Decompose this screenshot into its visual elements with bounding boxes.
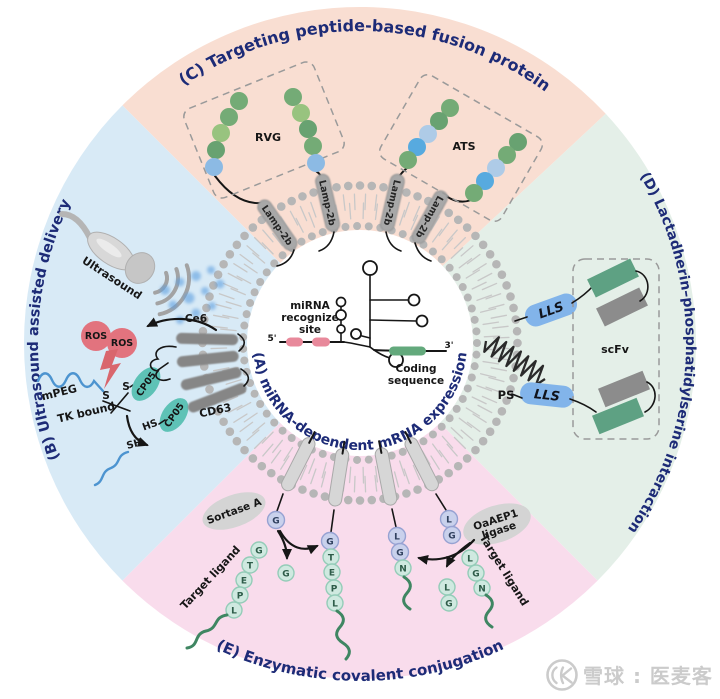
svg-text:recognize: recognize (281, 312, 339, 324)
scfv-label: scFv (601, 343, 630, 356)
sector-targeting-peptide (122, 6, 606, 344)
svg-text:sequence: sequence (388, 375, 444, 387)
three-prime-label: 3' (444, 341, 453, 351)
ligation-arrow (278, 529, 319, 555)
ultrasound-probe-icon (87, 231, 156, 284)
svg-text:P: P (237, 592, 244, 602)
svg-text:L: L (231, 607, 237, 617)
svg-text:P: P (331, 585, 338, 595)
svg-text:G: G (396, 549, 403, 559)
vesicle-lumen (247, 230, 473, 456)
target-ligand-squiggle (484, 593, 494, 629)
ps-spring-coil (483, 336, 546, 387)
watermark: 雪球 : 医麦客 (546, 659, 713, 691)
svg-text:E: E (241, 577, 247, 587)
s-label: S (102, 390, 110, 402)
watermark-text: 雪球 : 医麦客 (583, 664, 713, 688)
gtepl-product-chain: G T E P L (320, 531, 344, 612)
svg-text:G: G (448, 532, 455, 542)
scfv-box (572, 258, 660, 440)
svg-text:G: G (282, 570, 289, 580)
lamp2b-rod (257, 173, 448, 251)
ats-peptide-chain (399, 99, 527, 202)
svg-text:G: G (472, 570, 479, 580)
coding-sequence-label: Coding (395, 363, 436, 375)
membrane-g-bead: G (266, 510, 286, 530)
ps-label: PS (498, 388, 515, 402)
sh-squiggle (93, 450, 130, 487)
svg-text:G: G (326, 538, 333, 548)
five-prime-label: 5' (267, 334, 276, 344)
lightning-bolt-icon (100, 349, 121, 389)
lg-membrane-chain: L G (439, 509, 462, 545)
svg-text:L: L (446, 516, 452, 526)
rvg-label: RVG (255, 131, 281, 144)
cp05-peptide: CP05 (159, 398, 189, 432)
svg-text:L: L (467, 555, 473, 565)
cleavage-arrow (125, 414, 149, 447)
svg-text:T: T (328, 554, 335, 564)
mirna-site-label: miRNA (290, 300, 330, 312)
mpeg-squiggle (36, 372, 105, 393)
ros-label: ROS (111, 338, 133, 349)
hs-label: HS (141, 418, 159, 434)
svg-text:L: L (444, 584, 450, 594)
probe-cable (59, 211, 93, 241)
mirna-site-segment (286, 337, 303, 347)
lgn-substrate-chain: L G N (461, 549, 491, 597)
anchor-rod (281, 437, 439, 507)
target-ligand-squiggle (335, 609, 351, 661)
gtepl-substrate-chain: G T E P L (225, 541, 268, 619)
svg-text:L: L (332, 600, 338, 610)
scfv-fragment (569, 370, 656, 435)
ros-circle (81, 321, 111, 351)
sh-label: SH (125, 437, 143, 452)
rna-hairpin-large (343, 260, 429, 368)
oaaep1-enzyme: OaAEP1 ligase (463, 503, 531, 545)
svg-text:G: G (255, 547, 262, 557)
released-g-bead: G (277, 564, 295, 582)
ats-label: ATS (452, 140, 475, 153)
svg-text:N: N (478, 585, 486, 595)
s-label: S (122, 381, 130, 393)
released-lg-chain: L G (438, 578, 458, 612)
lactadherin-group: PS LLS LLS scFv (483, 258, 660, 440)
lls-domain: LLS (524, 293, 578, 327)
scfv-fragment (571, 258, 649, 327)
svg-text:G: G (272, 517, 279, 527)
xueqiu-logo-icon (546, 659, 578, 691)
svg-text:T: T (247, 562, 254, 572)
release-arrow (276, 529, 292, 560)
sector-lactadherin (360, 113, 697, 581)
svg-text:N: N (399, 565, 407, 575)
mirna-site-segment (312, 337, 330, 347)
svg-text:E: E (329, 569, 335, 579)
cd63-protein (149, 332, 250, 413)
ats-peptide-box (378, 73, 544, 223)
svg-text:site: site (299, 324, 321, 336)
svg-text:G: G (445, 600, 452, 610)
rvg-peptide-chain (205, 88, 325, 176)
ce6-dots (160, 266, 225, 324)
ros-label: ROS (85, 331, 107, 342)
ce6-to-ros-arrow (146, 317, 218, 332)
coding-sequence-segment (389, 346, 426, 356)
target-ligand-squiggle (185, 613, 229, 650)
target-ligand-squiggle (402, 575, 412, 611)
svg-text:L: L (394, 533, 400, 543)
lls-domain: LLS (520, 382, 574, 408)
release-arrow (445, 541, 472, 568)
svg-text:LLS: LLS (533, 387, 560, 405)
rvg-peptide-box (183, 61, 345, 199)
